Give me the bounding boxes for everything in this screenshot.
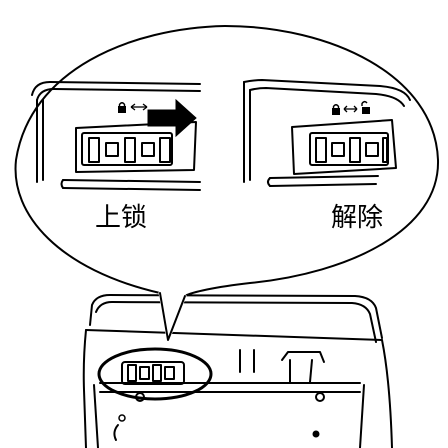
callout-bubble: [14, 25, 440, 341]
lock-label: 上锁: [95, 203, 147, 233]
body-lock-switch: [121, 361, 185, 385]
unlock-panel: [243, 79, 411, 187]
scanner-body: [82, 294, 393, 448]
highlight-ellipse: [97, 347, 213, 401]
padlock-icon: [118, 102, 126, 113]
arrow-right-icon: [147, 98, 197, 138]
double-arrow-icon-unlock-panel: [343, 105, 358, 113]
open-padlock-icon: [361, 100, 370, 114]
double-arrow-icon: [130, 103, 148, 111]
padlock-icon-unlock-panel: [332, 104, 340, 115]
unlock-label: 解除: [331, 203, 383, 233]
